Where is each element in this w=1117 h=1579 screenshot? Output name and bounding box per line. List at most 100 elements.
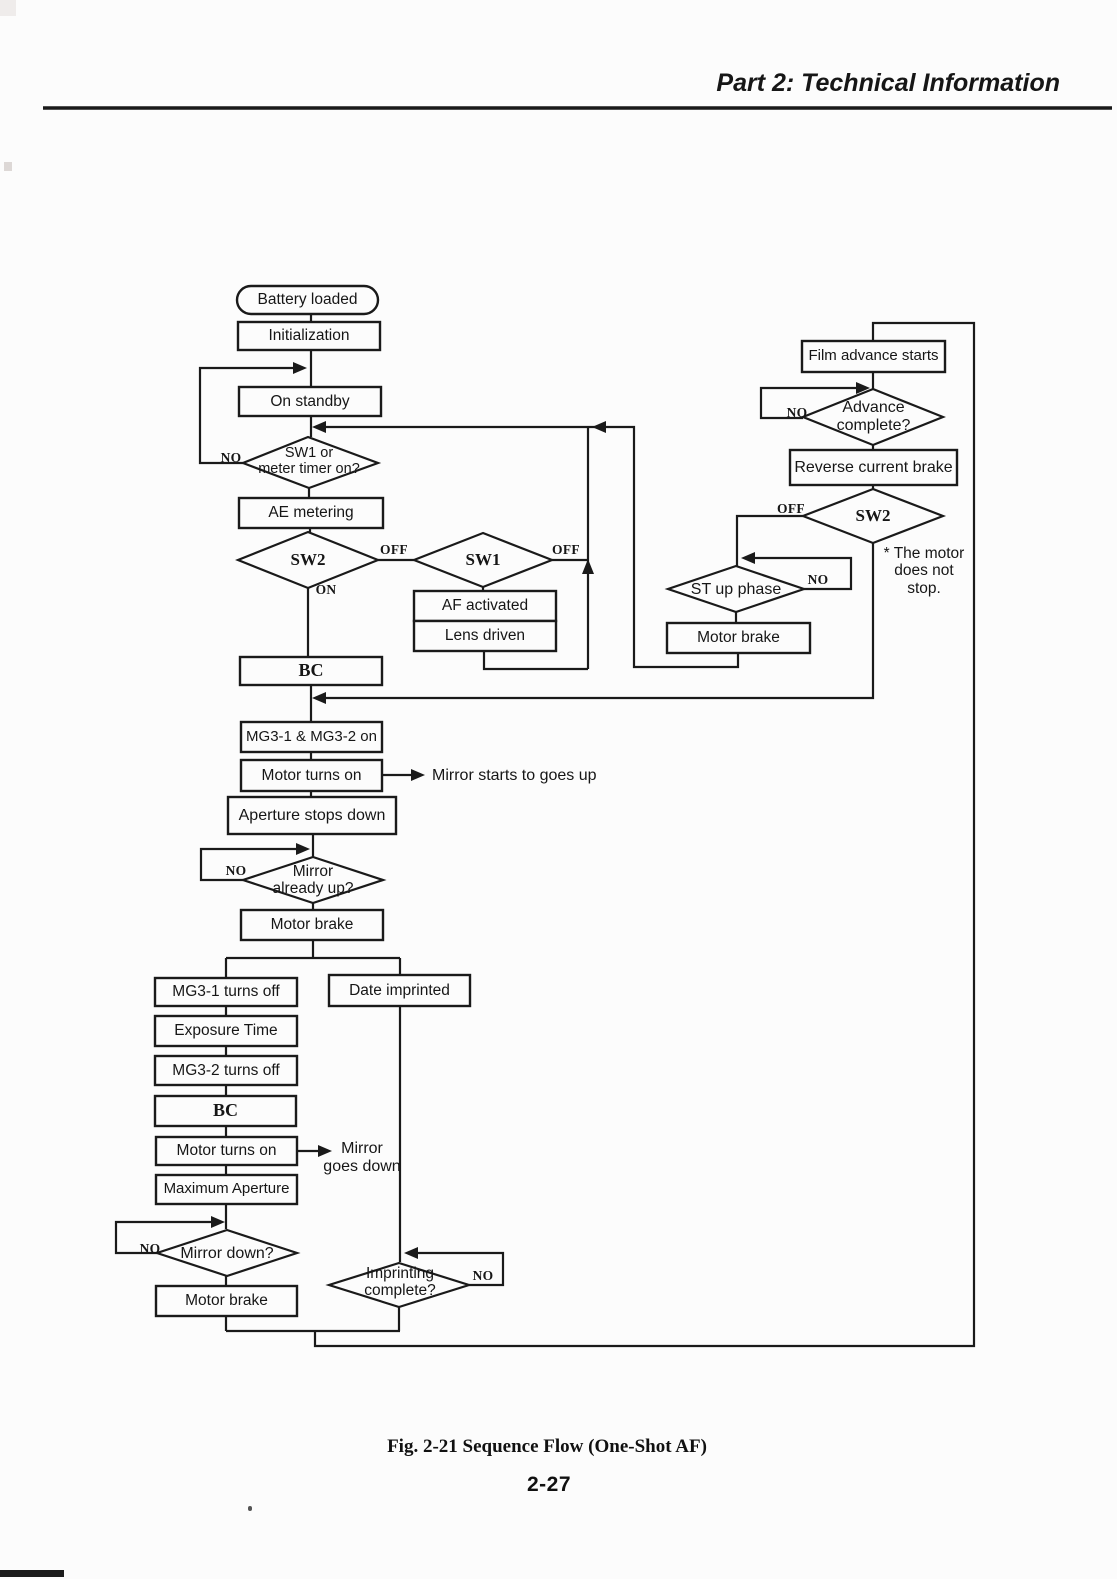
node-label-film-advance-starts: Film advance starts xyxy=(808,347,939,365)
scan-artifact-corner xyxy=(0,0,16,16)
connector-sw2right-down xyxy=(320,543,875,700)
branch-label-no-advance: NO xyxy=(786,405,808,421)
node-box-reverse-current-brake xyxy=(788,448,959,487)
node-box-motor-turns-on-1 xyxy=(239,758,384,793)
diamond-mirror-down xyxy=(153,1228,301,1278)
connector-split xyxy=(224,940,402,978)
arrowhead xyxy=(293,362,307,374)
scan-artifact-dot xyxy=(248,1506,252,1511)
node-box-initialization xyxy=(236,320,382,352)
node-label-initialization: Initialization xyxy=(268,327,350,345)
decision-label-sw1-meter-timer: SW1 or meter timer on? xyxy=(258,445,360,477)
connector-date-column xyxy=(397,1006,402,1331)
figure-caption: Fig. 2-21 Sequence Flow (One-Shot AF) xyxy=(387,1436,707,1457)
node-box-mg3-2-turns-off xyxy=(153,1054,299,1087)
diamond-sw1-meter-timer xyxy=(239,435,382,490)
annotation-motor-note: * The motor does not stop. xyxy=(883,545,965,597)
branch-label-off-sw2right: OFF xyxy=(777,501,805,517)
diamond-sw2-right xyxy=(799,487,947,545)
node-label-mg3-on: MG3-1 & MG3-2 on xyxy=(246,727,377,745)
arrowhead xyxy=(318,1145,332,1157)
node-label-mg3-1-turns-off: MG3-1 turns off xyxy=(172,983,280,1001)
node-box-aperture-stops-down xyxy=(226,795,398,836)
branch-label-no-imprinting: NO xyxy=(472,1267,494,1283)
node-box-motor-turns-on-2 xyxy=(154,1135,299,1167)
node-label-motor-brake-2: Motor brake xyxy=(185,1292,268,1310)
node-label-aperture-stops-down: Aperture stops down xyxy=(238,806,386,824)
arrowhead xyxy=(312,692,326,704)
node-box-mg3-on xyxy=(239,720,384,754)
branch-label-no-stup: NO xyxy=(807,571,829,587)
branch-label-no-mirrordown: NO xyxy=(139,1240,161,1256)
node-label-mg3-2-turns-off: MG3-2 turns off xyxy=(172,1061,280,1079)
scan-artifact-speck xyxy=(4,162,12,171)
node-box-date-imprinted xyxy=(327,973,472,1008)
node-label-bc-2: BC xyxy=(212,1100,238,1121)
branch-label-off-sw1: OFF xyxy=(552,542,580,558)
decision-label-sw1: SW1 xyxy=(465,550,501,570)
connector-return-standby xyxy=(322,425,740,669)
arrowhead xyxy=(312,421,326,433)
arrowhead xyxy=(582,559,594,574)
node-box-lens-driven xyxy=(412,619,558,653)
node-label-motor-turns-on-1: Motor turns on xyxy=(261,766,362,784)
arrowhead xyxy=(741,552,755,564)
node-label-battery-loaded: Battery loaded xyxy=(257,291,358,309)
decision-shapes xyxy=(153,387,947,1309)
decision-label-mirror-down: Mirror down? xyxy=(180,1244,274,1262)
node-label-motor-brake-3: Motor brake xyxy=(697,629,780,647)
connector-no-loop-sw1meter xyxy=(198,366,298,465)
diamond-advance-complete xyxy=(800,387,946,447)
node-label-motor-turns-on-2: Motor turns on xyxy=(176,1142,277,1160)
node-box-motor-brake-1 xyxy=(239,908,385,942)
decision-label-imprinting-complete: Imprinting complete? xyxy=(364,1264,436,1299)
diamond-sw1 xyxy=(410,531,556,589)
terminal-battery-loaded xyxy=(235,284,380,316)
arrowhead xyxy=(211,1216,225,1228)
node-box-exposure-time xyxy=(153,1014,299,1048)
scan-artifact-edge-strip xyxy=(0,1570,64,1577)
node-box-ae-metering xyxy=(237,496,385,530)
node-label-reverse-current-brake: Reverse current brake xyxy=(794,458,953,476)
node-label-date-imprinted: Date imprinted xyxy=(349,981,450,999)
arrowhead xyxy=(411,769,425,781)
node-shapes xyxy=(153,284,959,1318)
node-box-bc-1 xyxy=(238,655,384,687)
node-box-on-standby xyxy=(237,385,383,418)
connector-no-loop-mirrordown xyxy=(114,1220,215,1255)
diamond-imprinting-complete xyxy=(325,1261,473,1309)
diamond-st-up-phase xyxy=(664,564,808,614)
arrowheads xyxy=(211,362,870,1259)
node-box-motor-brake-3 xyxy=(665,621,812,655)
node-label-ae-metering: AE metering xyxy=(268,504,354,522)
node-box-bc-2 xyxy=(153,1094,298,1128)
decision-label-sw2: SW2 xyxy=(290,550,326,570)
connector-no-loop-imprinting xyxy=(410,1251,505,1287)
node-label-af-activated: AF activated xyxy=(441,597,529,615)
branch-label-on-sw2: ON xyxy=(315,581,337,597)
decision-label-sw2-right: SW2 xyxy=(855,506,891,526)
decision-label-advance-complete: Advance complete? xyxy=(836,399,911,434)
arrowhead xyxy=(296,843,310,855)
diamond-mirror-already-up xyxy=(239,855,387,905)
connector-no-loop-mirrorup xyxy=(199,847,300,882)
node-label-maximum-aperture: Maximum Aperture xyxy=(163,1180,290,1198)
node-box-af-activated xyxy=(412,589,558,623)
node-label-bc-1: BC xyxy=(298,660,324,681)
node-box-maximum-aperture xyxy=(154,1173,299,1206)
connector-lines xyxy=(43,106,1112,1348)
annotation-mirror-goes-down: Mirror goes down xyxy=(323,1140,401,1175)
node-label-exposure-time: Exposure Time xyxy=(174,1022,278,1040)
arrowhead xyxy=(404,1247,418,1259)
node-label-motor-brake-1: Motor brake xyxy=(270,916,354,934)
connector-big-return xyxy=(226,321,976,1348)
diamond-sw2 xyxy=(235,530,381,590)
branch-label-no-sw1meter: NO xyxy=(220,450,242,466)
node-label-lens-driven: Lens driven xyxy=(444,627,526,645)
node-box-mg3-1-turns-off xyxy=(153,976,299,1008)
decision-label-mirror-already-up: Mirror already up? xyxy=(272,862,354,897)
page-number: 2-27 xyxy=(526,1473,572,1496)
arrowhead xyxy=(856,382,870,394)
connector-lens-loop xyxy=(482,651,588,671)
